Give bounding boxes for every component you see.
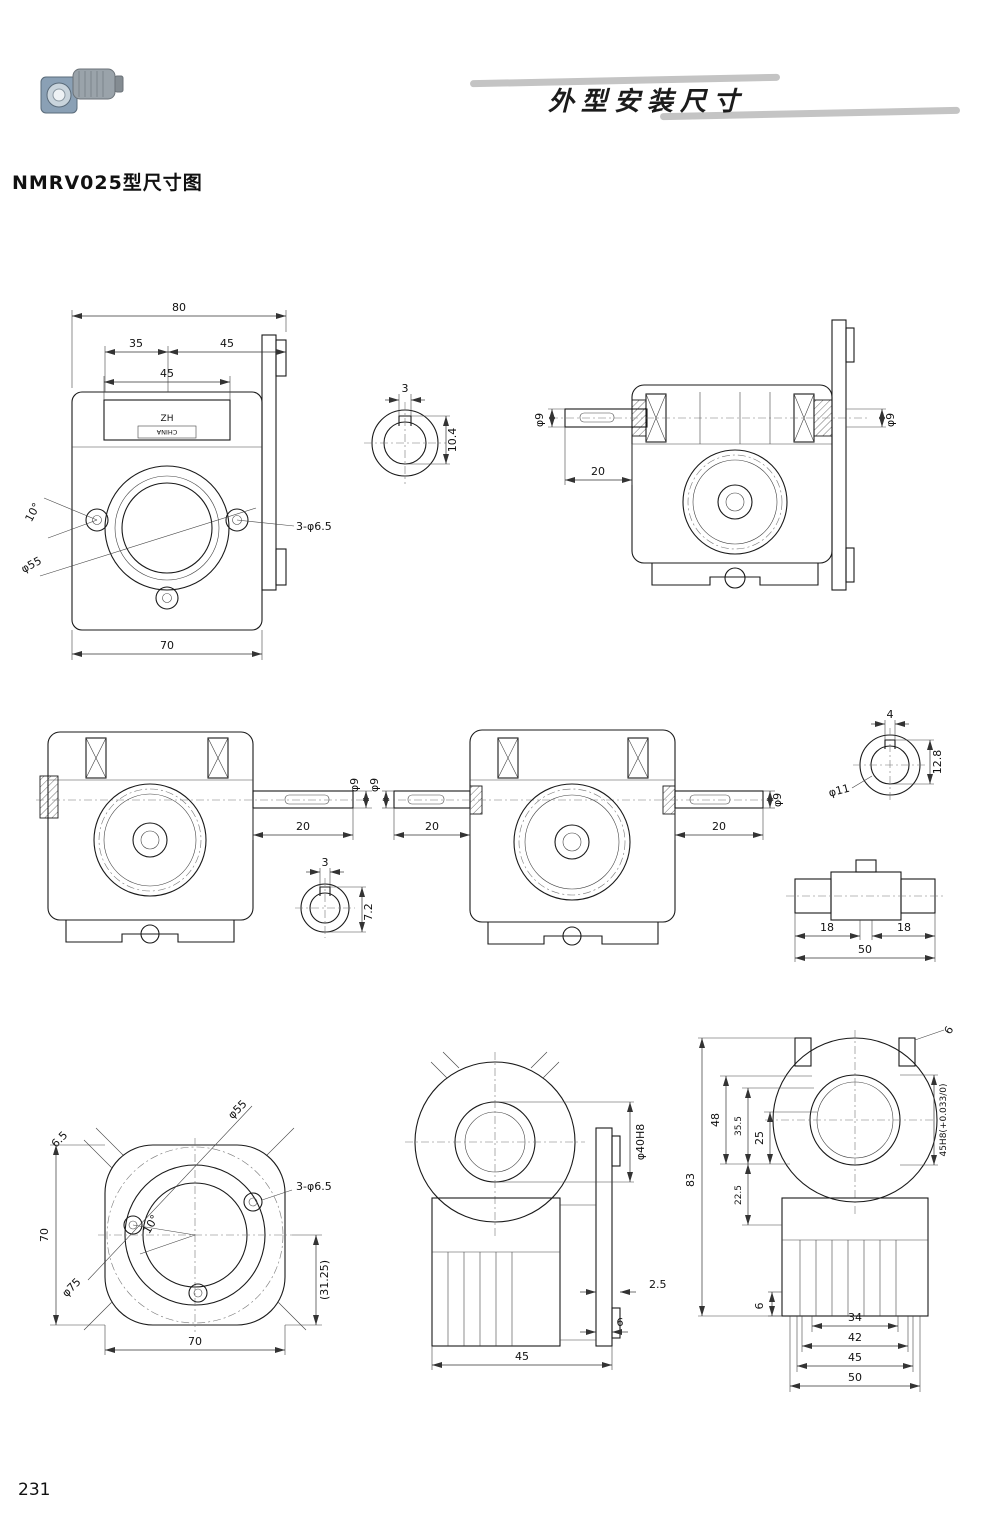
- dim-width: 70: [188, 1335, 202, 1348]
- dim-key-width: 4: [887, 708, 894, 721]
- dim-center-offset: (31.25): [318, 1260, 331, 1300]
- dim-w42: 42: [848, 1331, 862, 1344]
- view-worm-shaft: 18 18 50: [786, 859, 944, 962]
- dim-left-dia: φ9: [368, 778, 381, 792]
- view-rear: 83 48 35.5 25 22.5 45H8(+0.033/0) 6 6 34: [684, 1024, 956, 1392]
- dim-pilot-dia: φ55: [19, 554, 44, 575]
- dim-pilot-dia: φ55: [225, 1097, 249, 1121]
- logo-gearbox-photo: [40, 68, 124, 114]
- view-section-left: φ9 20 3 7.2: [36, 731, 375, 944]
- dim-bolt-holes: 3-φ6.5: [296, 520, 332, 533]
- dim-bore: φ40H8: [634, 1124, 647, 1161]
- view-input-shaft-end: 3 10.4: [364, 382, 459, 484]
- dim-flange-dia: φ75: [59, 1275, 83, 1299]
- dim-left-length: 20: [425, 820, 439, 833]
- dim-body-depth: 45: [515, 1350, 529, 1363]
- dim-right-dia: φ9: [771, 793, 784, 807]
- dim-overall-height: 83: [684, 1173, 697, 1187]
- dim-right-section: 45: [220, 337, 234, 350]
- dim-flange-offset: 6: [617, 1316, 624, 1329]
- page-header: 外型安装尺寸: [0, 55, 990, 135]
- dim-bore: 45H8(+0.033/0): [939, 1083, 949, 1156]
- dim-w34: 34: [848, 1311, 862, 1324]
- page-title: NMRV025型尺寸图: [12, 172, 203, 194]
- view-front: ZH CHINA 3-φ6.5 φ55 10° 80 35 45 45 70: [19, 301, 332, 660]
- dim-h22-5: 22.5: [734, 1185, 744, 1205]
- dim-right-length: 20: [712, 820, 726, 833]
- dim-left-length: 18: [820, 921, 834, 934]
- dim-left-section: 35: [129, 337, 143, 350]
- dim-shaft-length: 20: [591, 465, 605, 478]
- dim-height: 70: [38, 1228, 51, 1242]
- dim-shaft-dia: φ11: [827, 782, 851, 800]
- dim-w50: 50: [848, 1371, 862, 1384]
- dim-inner-width: 45: [160, 367, 174, 380]
- dim-w45: 45: [848, 1351, 862, 1364]
- dim-slot-width: 6.5: [49, 1129, 71, 1151]
- dim-key-depth: 10.4: [446, 428, 459, 453]
- dim-shaft-length: 20: [296, 820, 310, 833]
- dim-hole-angle: 10°: [140, 1213, 161, 1236]
- drawing-canvas: ZH CHINA 3-φ6.5 φ55 10° 80 35 45 45 70: [19, 301, 956, 1392]
- title-banner: 外型安装尺寸: [469, 73, 961, 123]
- view-section-double: φ9 20 φ9 20: [368, 729, 784, 946]
- dim-slot-width: 6: [942, 1024, 957, 1037]
- banner-title: 外型安装尺寸: [548, 87, 747, 117]
- dim-key-width: 3: [402, 382, 409, 395]
- china-label: CHINA: [156, 428, 177, 436]
- dim-input-dia-left: φ9: [533, 413, 546, 427]
- dim-shaft-dia: φ9: [348, 778, 361, 792]
- view-side-section: φ9 20 φ9: [533, 319, 897, 591]
- dim-foot-height: 6: [753, 1303, 766, 1310]
- dim-flange-thickness: 2.5: [649, 1278, 667, 1291]
- dim-hole-angle: 10°: [23, 501, 44, 524]
- view-bottom-face: 6.5 φ55 3-φ6.5 10° φ75 70 (31.25) 70: [38, 1097, 332, 1355]
- dim-key-depth: 12.8: [931, 750, 944, 775]
- dim-h25: 25: [753, 1131, 766, 1145]
- dim-right-length: 18: [897, 921, 911, 934]
- dim-input-dia-right: φ9: [884, 413, 897, 427]
- view-output-shaft-end: 4 12.8 φ11: [827, 708, 944, 802]
- dim-total-length: 50: [858, 943, 872, 956]
- dim-key-depth: 7.2: [362, 903, 375, 921]
- zh-label: ZH: [161, 414, 174, 424]
- dim-overall-width: 80: [172, 301, 186, 314]
- dim-h48: 48: [709, 1113, 722, 1127]
- page-number: 231: [18, 1480, 51, 1500]
- dim-bolt-holes: 3-φ6.5: [296, 1180, 332, 1193]
- dim-body-width: 70: [160, 639, 174, 652]
- dim-h35-5: 35.5: [734, 1116, 744, 1136]
- dim-key-width: 3: [322, 856, 329, 869]
- view-output-side: φ40H8 2.5 6 45: [405, 1051, 667, 1370]
